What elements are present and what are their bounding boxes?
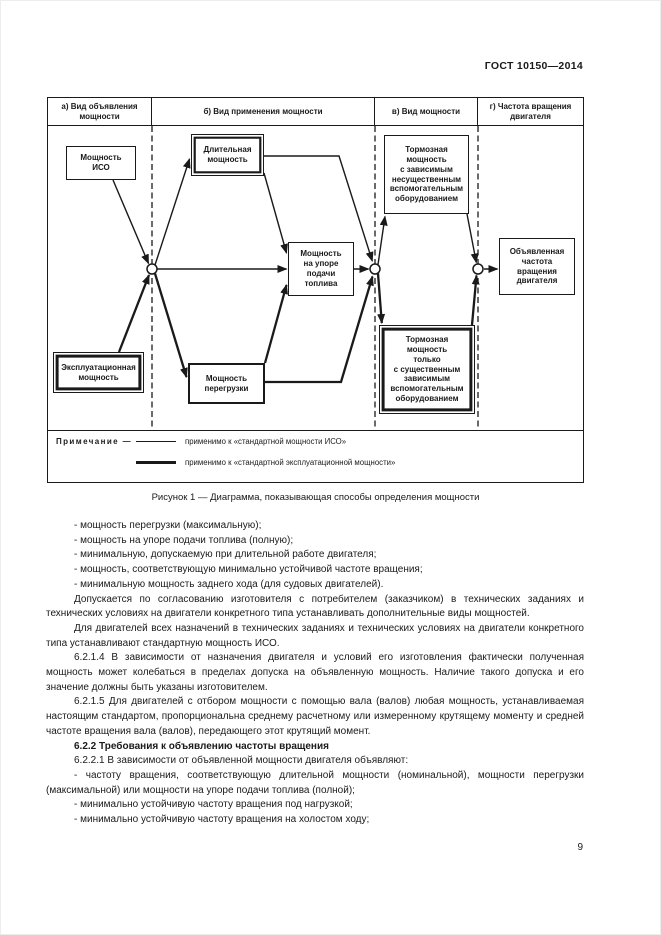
figure-caption: Рисунок 1 — Диаграмма, показывающая спос… xyxy=(151,492,480,503)
connector-iso-to-node1 xyxy=(112,179,150,265)
legend-thin-text: применимо к «стандартной мощности ИСО» xyxy=(185,437,347,446)
list-item: - частоту вращения, соответствующую длит… xyxy=(46,769,584,796)
connector-node2-to-brake-essential xyxy=(376,273,386,324)
junction-node-1 xyxy=(146,263,158,275)
box-operational-power: Эксплуатационная мощность xyxy=(53,352,144,393)
list-item: - минимально устойчивую частоту вращения… xyxy=(74,814,370,826)
box-declared-engine-speed: Объявленная частота вращения двигателя xyxy=(499,238,575,295)
power-definition-diagram: а) Вид объявления мощности б) Вид примен… xyxy=(47,97,584,483)
list-item: - мощность на упоре подачи топлива (полн… xyxy=(74,534,294,546)
body-paragraph: Допускается по согласованию изготовителя… xyxy=(46,593,584,620)
box-overload-power: Мощность перегрузки xyxy=(188,363,265,404)
body-paragraph: 6.2.1.4 В зависимости от назначения двиг… xyxy=(46,652,584,693)
connector-node2-to-brake-nonessential xyxy=(377,215,388,265)
legend-thin-line-sample xyxy=(136,440,176,443)
connector-brake-essential-to-node3 xyxy=(470,274,480,326)
junction-node-2 xyxy=(369,263,381,275)
connector-overload-to-fuelstop xyxy=(263,284,288,364)
connector-operational-to-node1 xyxy=(117,274,151,353)
diagram-legend: Примечание — применимо к «стандартной мо… xyxy=(48,430,583,482)
list-item: - минимально устойчивую частоту вращения… xyxy=(74,799,353,811)
connector-overload-to-node2 xyxy=(265,275,374,384)
connector-continuous-to-node2 xyxy=(264,155,374,262)
page-number: 9 xyxy=(577,842,583,853)
legend-row-operational: применимо к «стандартной эксплуатационно… xyxy=(136,458,395,467)
legend-row-iso: применимо к «стандартной мощности ИСО» xyxy=(136,437,346,446)
body-paragraph: 6.2.2.1 В зависимости от объявленной мощ… xyxy=(74,755,409,767)
connector-node1-to-continuous xyxy=(154,158,191,266)
column-header-power-type: в) Вид мощности xyxy=(375,98,478,125)
connector-node1-to-overload xyxy=(153,273,188,378)
legend-label: Примечание — xyxy=(56,437,133,446)
junction-node-3 xyxy=(472,263,484,275)
diagram-column-headers: а) Вид объявления мощности б) Вид примен… xyxy=(48,98,583,126)
box-brake-power-nonessential: Тормозная мощность с зависимым несуществ… xyxy=(384,135,469,214)
list-item: - мощность, соответствующую минимально у… xyxy=(74,564,423,576)
box-fuel-stop-power: Мощность на упоре подачи топлива xyxy=(288,242,354,296)
list-item: - минимальную, допускаемую при длительно… xyxy=(74,549,377,561)
diagram-body: Мощность ИСО Эксплуатационная мощность Д… xyxy=(48,126,583,430)
body-paragraph: 6.2.1.5 Для двигателей с отбором мощност… xyxy=(46,696,584,737)
box-brake-power-essential: Тормозная мощность только с существенным… xyxy=(379,325,475,414)
diagram-connectors xyxy=(112,126,499,430)
column-header-declaration-type: а) Вид объявления мощности xyxy=(48,98,152,125)
legend-thick-text: применимо к «стандартной эксплуатационно… xyxy=(185,458,396,467)
document-code: ГОСТ 10150—2014 xyxy=(484,60,583,72)
list-item: - мощность перегрузки (максимальную); xyxy=(74,520,262,531)
section-heading: 6.2.2 Требования к объявлению частоты вр… xyxy=(74,740,329,752)
list-item: - минимальную мощность заднего хода (для… xyxy=(74,578,384,590)
legend-thick-line-sample xyxy=(136,461,176,464)
box-iso-power: Мощность ИСО xyxy=(66,146,136,180)
body-text: - мощность перегрузки (максимальную); - … xyxy=(46,519,584,828)
body-paragraph: Для двигателей всех назначений в техниче… xyxy=(46,622,584,649)
column-header-engine-speed: г) Частота вращения двигателя xyxy=(489,101,572,121)
box-continuous-power: Длительная мощность xyxy=(191,134,264,176)
column-header-application-type: б) Вид применения мощности xyxy=(152,98,375,125)
connector-continuous-to-fuelstop xyxy=(263,172,288,254)
connector-brake-nonessential-to-node3 xyxy=(466,213,479,264)
